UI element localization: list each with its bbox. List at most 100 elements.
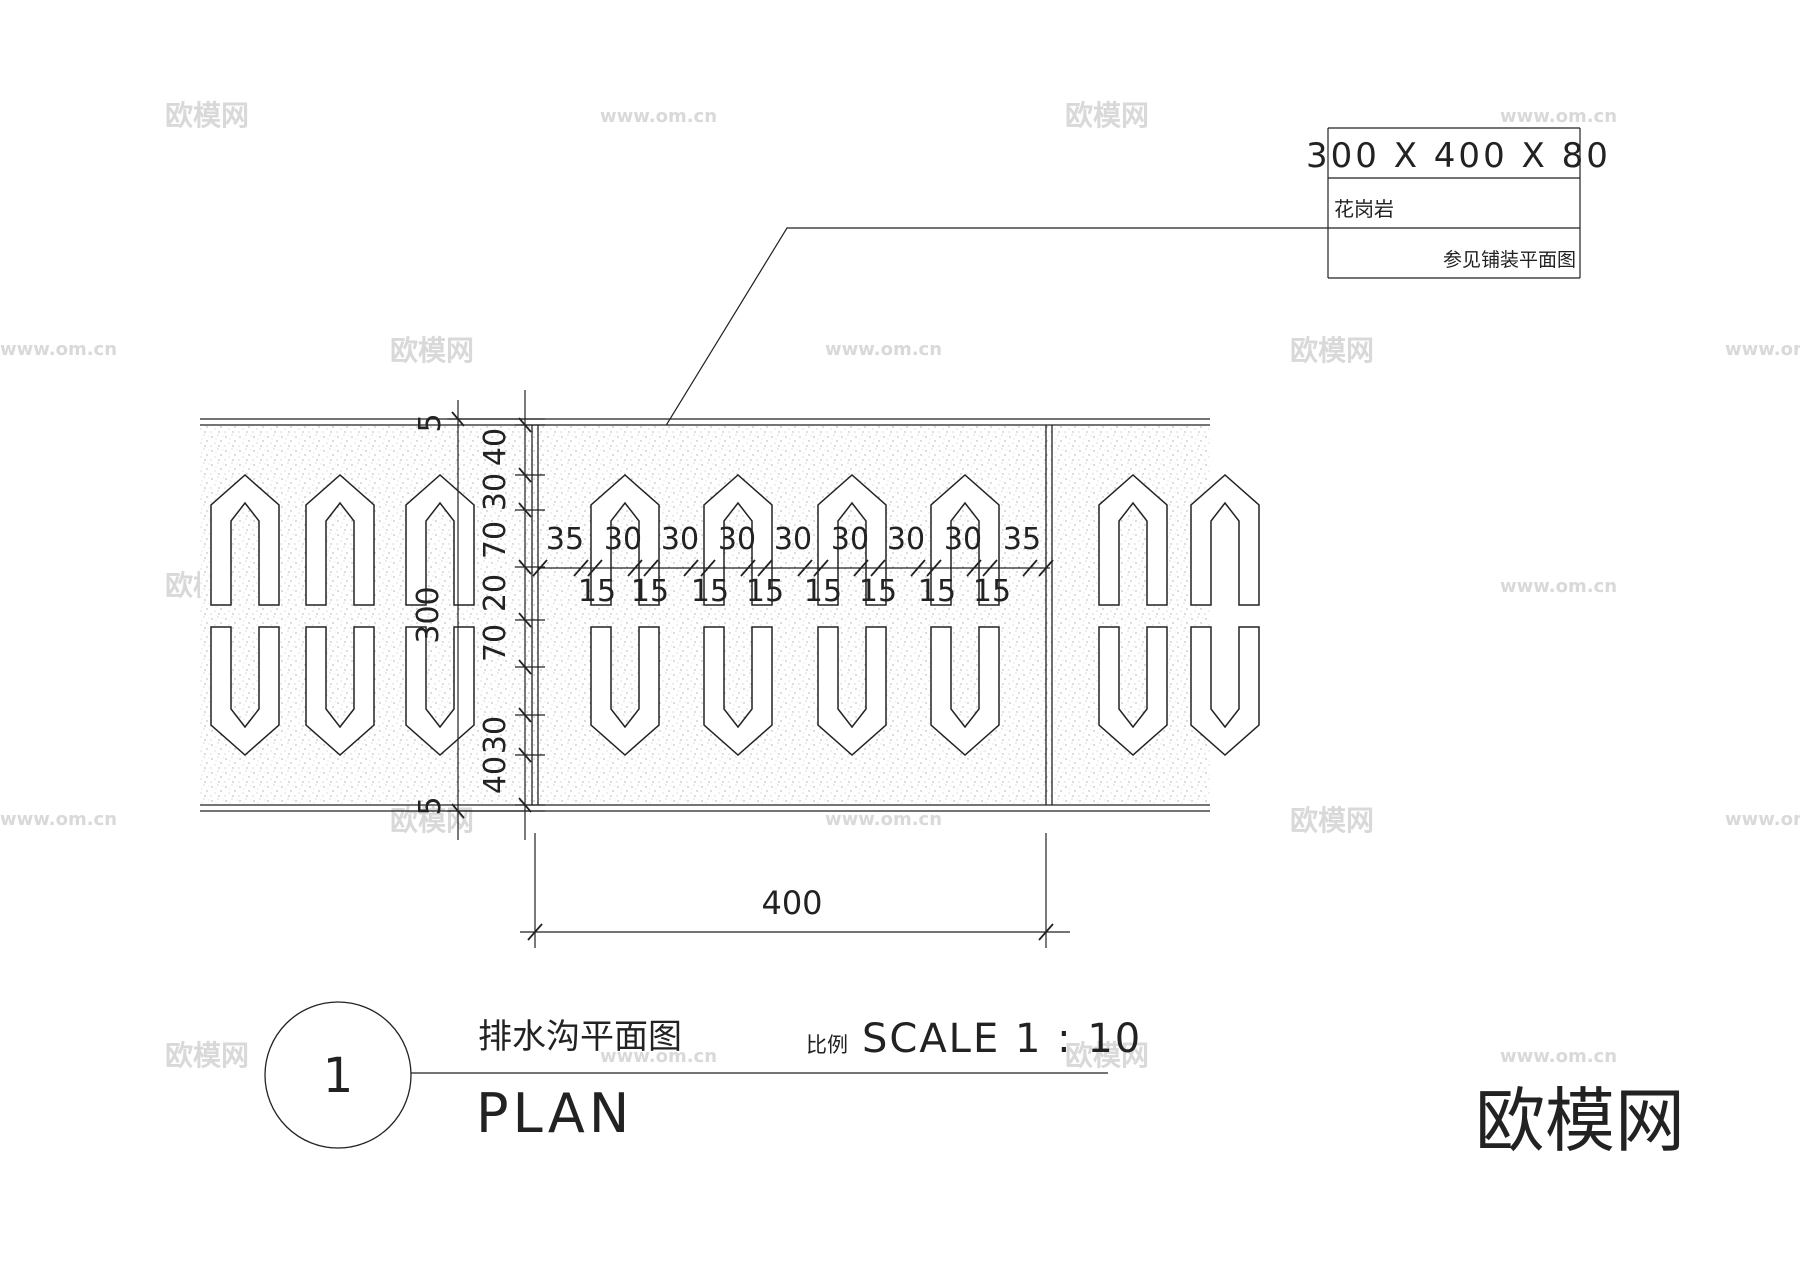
dim-slot-width: 15	[746, 574, 784, 609]
dim-block-length: 400	[761, 884, 822, 922]
slot-dimension-tick	[797, 559, 813, 577]
slot-dimension-tick	[982, 559, 998, 577]
watermark-url: www.om.cn	[825, 809, 942, 830]
corner-logo: 欧模网	[1475, 1080, 1685, 1162]
watermark-url: www.om.cn	[1500, 576, 1617, 597]
drain-slot-upper	[590, 473, 660, 606]
drain-slot-lower	[930, 626, 1000, 757]
dim-slot-width: 15	[578, 574, 616, 609]
leader-line	[639, 227, 1328, 469]
slot-dimension-tick	[813, 559, 829, 577]
drawing-title-en: PLAN	[476, 1082, 633, 1145]
slot-dimension-tick	[587, 559, 603, 577]
slot-dimension-tick	[966, 559, 982, 577]
watermark-url: www.om.cn	[1725, 809, 1800, 830]
watermark-logo: 欧模网	[1290, 804, 1374, 837]
drain-slot-lower	[817, 626, 887, 757]
dim-bottom-edge: 5	[413, 796, 448, 815]
dim-top-gap: 40	[478, 428, 513, 466]
slot-dimension-tick	[870, 559, 886, 577]
drain-slot-lower	[1190, 626, 1260, 757]
watermark-url: www.om.cn	[600, 1046, 717, 1067]
slot-dimension-tick	[532, 559, 548, 577]
drawing-title-cn: 排水沟平面图	[478, 1017, 682, 1057]
dimension-ticks	[451, 411, 532, 819]
slot-dimension-tick	[740, 559, 756, 577]
watermark-logo: 欧模网	[390, 334, 474, 367]
drain-slot-upper	[817, 473, 887, 606]
drain-slot-lower	[1098, 626, 1168, 757]
watermark-logo: 欧模网	[1065, 99, 1149, 132]
watermark-url: www.om.cn	[825, 339, 942, 360]
slot-dimension-tick	[910, 559, 926, 577]
drain-slot-upper	[1098, 473, 1168, 606]
watermark-url: www.om.cn	[1500, 106, 1617, 127]
slot-dimension-ticks	[532, 559, 1054, 577]
drain-slot-upper	[1190, 473, 1260, 606]
slot-dimension-tick	[683, 559, 699, 577]
drain-slot-upper	[405, 473, 475, 606]
slot-dimension-tick	[926, 559, 942, 577]
dim-slot-spacing: 30	[944, 522, 982, 557]
material-label-box	[1327, 127, 1581, 279]
dim-slot-spacing: 30	[887, 522, 925, 557]
drain-slot-upper	[930, 473, 1000, 606]
label-size-text: 300 X 400 X 80	[1306, 136, 1611, 176]
label-reference-text: 参见铺装平面图	[1443, 249, 1576, 271]
watermark-logo: 欧模网	[165, 1039, 249, 1072]
drain-slot-lower	[210, 626, 280, 757]
dim-slot-spacing: 30	[661, 522, 699, 557]
drain-plan	[200, 418, 1260, 812]
slot-dimension-tick	[1038, 559, 1054, 577]
slot-dimension-tick	[700, 559, 716, 577]
watermark-url: www.om.cn	[0, 809, 117, 830]
scale-label-cn: 比例	[806, 1033, 848, 1057]
drain-slot-upper	[305, 473, 375, 606]
watermark-logo: 欧模网	[165, 99, 249, 132]
dim-slot-spacing: 30	[718, 522, 756, 557]
watermark-url: www.om.cn	[1500, 1046, 1617, 1067]
dim-slot-spacing: 30	[774, 522, 812, 557]
dim-lower-slot: 70	[478, 624, 513, 662]
dim-slot-spacing: 35	[1003, 522, 1041, 557]
dim-upper-slot: 70	[478, 521, 513, 559]
dim-slot-width: 15	[973, 574, 1011, 609]
dim-bottom-gap: 40	[478, 756, 513, 794]
scale-text: SCALE 1 : 10	[862, 1016, 1142, 1062]
dim-slot-spacing: 30	[831, 522, 869, 557]
slot-dimension-tick	[627, 559, 643, 577]
drain-slot-lower	[590, 626, 660, 757]
watermark-logo: 欧模网	[1290, 334, 1374, 367]
watermark-url: www.om.cn	[0, 339, 117, 360]
drawing-number: 1	[323, 1048, 354, 1104]
dim-top-edge: 5	[413, 413, 448, 432]
block-length-dimension	[520, 833, 1070, 948]
watermark-url: www.om.cn	[600, 106, 717, 127]
dim-slot-width: 15	[918, 574, 956, 609]
drain-slot-lower	[305, 626, 375, 757]
dim-slot-spacing: 30	[604, 522, 642, 557]
dim-top-gap2: 30	[478, 473, 513, 511]
watermark-logo: 欧模网	[390, 804, 474, 837]
label-material-text: 花岗岩	[1334, 197, 1394, 221]
drain-slot-lower	[703, 626, 773, 757]
slot-dimension-tick	[853, 559, 869, 577]
dim-slot-width: 15	[859, 574, 897, 609]
slot-dimension-tick	[1022, 559, 1038, 577]
dim-bottom-gap2: 30	[478, 716, 513, 754]
dim-slot-width: 15	[631, 574, 669, 609]
drain-slot-lower	[405, 626, 475, 757]
slot-dimension-tick	[573, 559, 589, 577]
drain-slot-upper	[703, 473, 773, 606]
dim-slot-width: 15	[804, 574, 842, 609]
watermark-logo: 欧模网	[1065, 1039, 1149, 1072]
watermark-url: www.om.cn	[1725, 339, 1800, 360]
dim-overall-height: 300	[411, 586, 446, 643]
dim-middle: 20	[478, 574, 513, 612]
drawing-number-circle	[264, 1001, 412, 1149]
slot-dimension-tick	[757, 559, 773, 577]
dim-slot-spacing: 35	[546, 522, 584, 557]
slot-dimension-tick	[643, 559, 659, 577]
dim-slot-width: 15	[691, 574, 729, 609]
